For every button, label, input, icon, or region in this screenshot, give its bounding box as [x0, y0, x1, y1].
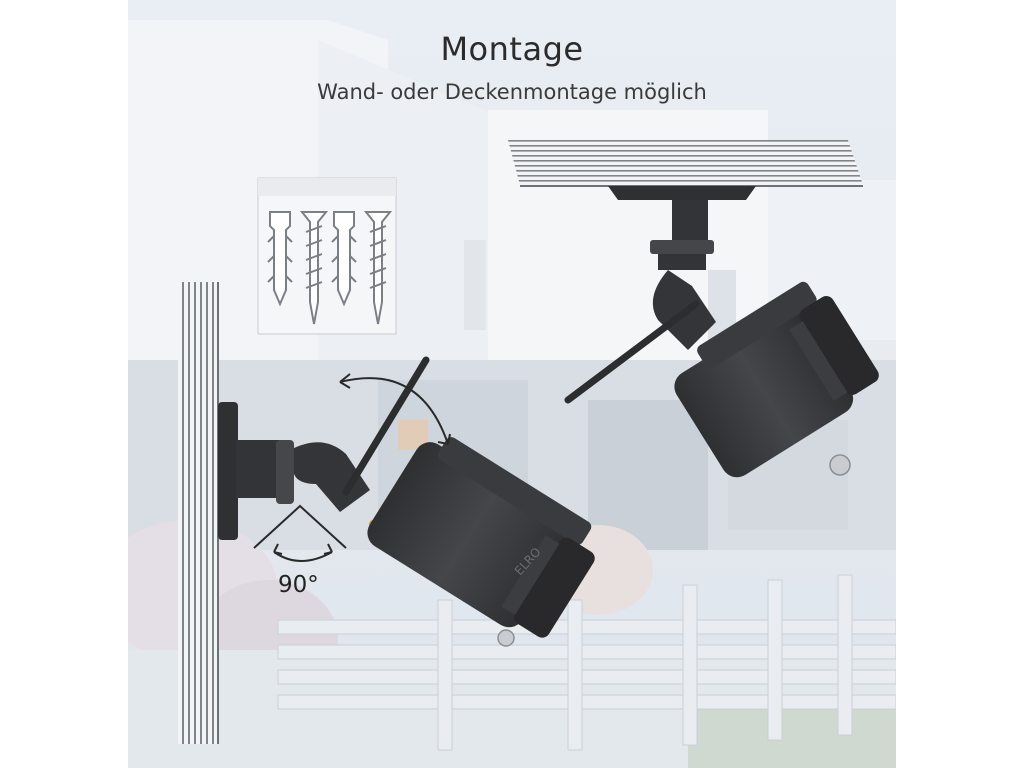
page-subtitle: Wand- oder Deckenmontage möglich	[317, 80, 707, 104]
ceiling-camera	[564, 186, 879, 478]
angle-label: 90°	[278, 572, 319, 598]
screw-icon	[299, 211, 329, 325]
page-title: Montage	[440, 30, 584, 68]
wall-surface	[178, 282, 218, 744]
angle-arrow-icon	[253, 504, 347, 562]
wall-plug-icon	[267, 211, 293, 307]
mounting-kit	[257, 177, 397, 335]
wall-plug-icon	[331, 211, 357, 307]
wall-camera: ELRO	[218, 356, 595, 647]
product-image: ELRO Montage Wand- oder Deckenmontage mö…	[128, 0, 896, 768]
screw-icon	[363, 211, 393, 325]
ceiling-surface	[508, 140, 863, 187]
rotate-arrow-icon	[339, 373, 451, 445]
